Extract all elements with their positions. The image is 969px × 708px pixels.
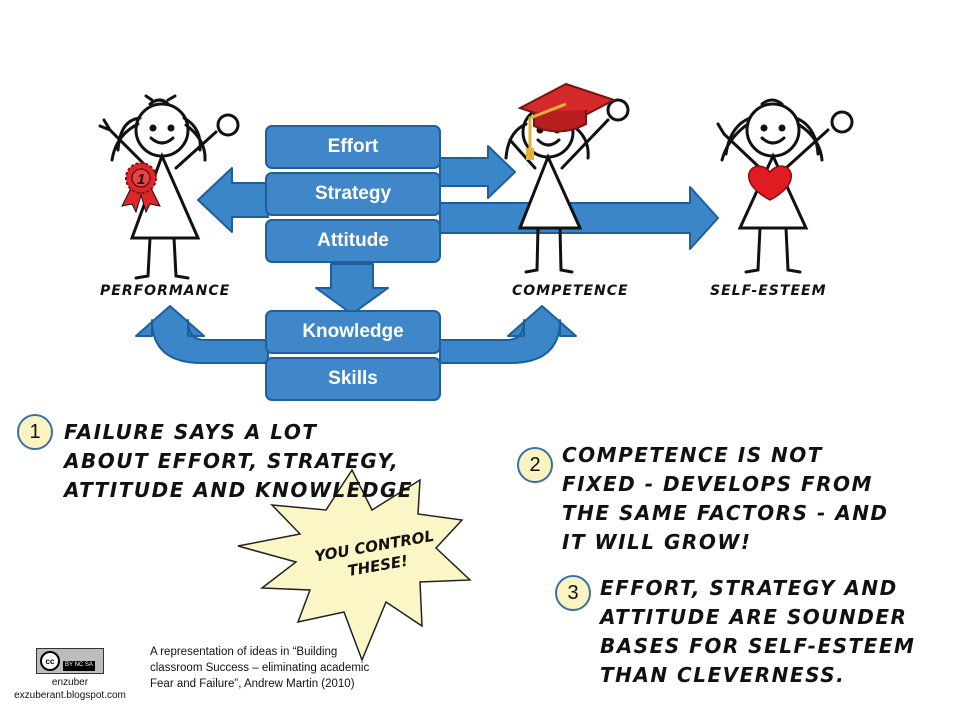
note-1-badge: 1 bbox=[17, 414, 53, 450]
starburst-shape bbox=[237, 468, 472, 663]
knowledge-box: Knowledge bbox=[265, 310, 441, 354]
skills-box: Skills bbox=[265, 357, 441, 401]
graduation-cap-icon bbox=[517, 82, 617, 160]
cc-license-badge[interactable]: cc BY NC SA bbox=[36, 648, 104, 674]
note-2-line-3: the same factors - and bbox=[562, 501, 889, 525]
note-1-text: Failure says a lot about effort, strateg… bbox=[64, 418, 413, 505]
credit-line-3: Fear and Failure”, Andrew Martin (2010) bbox=[150, 678, 355, 690]
performance-label: Performance bbox=[100, 283, 231, 299]
strategy-box: Strategy bbox=[265, 172, 441, 216]
medal-icon bbox=[121, 162, 161, 214]
note-3-line-3: bases for self-esteem bbox=[600, 634, 916, 658]
self-esteem-label: Self-Esteem bbox=[710, 283, 827, 299]
arrow-to-self-esteem bbox=[439, 186, 719, 250]
credit-line-2: classroom Success – eliminating academic bbox=[150, 662, 370, 674]
attitude-box: Attitude bbox=[265, 219, 441, 263]
effort-box: Effort bbox=[265, 125, 441, 169]
note-2-line-4: it will grow! bbox=[562, 530, 752, 554]
arrow-to-performance bbox=[197, 167, 269, 233]
competence-label: Competence bbox=[512, 283, 629, 299]
note-2-badge: 2 bbox=[517, 447, 553, 483]
note-3-line-1: Effort, strategy and bbox=[600, 576, 898, 600]
heart-icon bbox=[747, 165, 793, 201]
medal-number: 1 bbox=[137, 171, 145, 188]
note-1-line-3: attitude and knowledge bbox=[64, 478, 414, 502]
arrow-to-competence bbox=[439, 145, 516, 199]
note-1-line-1: Failure says a lot bbox=[64, 420, 318, 444]
author-name: enzuber bbox=[51, 677, 89, 688]
performance-figure bbox=[98, 94, 240, 280]
arrow-down-to-knowledge bbox=[315, 263, 389, 315]
note-3-text: Effort, strategy and attitude are sounde… bbox=[600, 574, 915, 690]
arrow-skills-to-competence bbox=[439, 305, 577, 364]
note-1-line-2: about effort, strategy, bbox=[64, 449, 400, 473]
license-tags: BY NC SA bbox=[63, 661, 95, 671]
cc-icon: cc bbox=[40, 651, 60, 671]
arrow-skills-to-performance bbox=[135, 305, 269, 364]
note-3-line-2: attitude are sounder bbox=[600, 605, 908, 629]
note-2-line-1: Competence is not bbox=[562, 443, 823, 467]
credit-line-1: A representation of ideas in “Building bbox=[150, 646, 338, 658]
author-site-link[interactable]: exzuberant.blogspot.com bbox=[14, 690, 126, 701]
note-3-badge: 3 bbox=[555, 575, 591, 611]
source-credit: A representation of ideas in “Building c… bbox=[150, 644, 420, 692]
note-2-line-2: fixed - develops from bbox=[562, 472, 873, 496]
note-2-text: Competence is not fixed - develops from … bbox=[562, 441, 889, 557]
note-3-line-4: than cleverness. bbox=[600, 663, 846, 687]
